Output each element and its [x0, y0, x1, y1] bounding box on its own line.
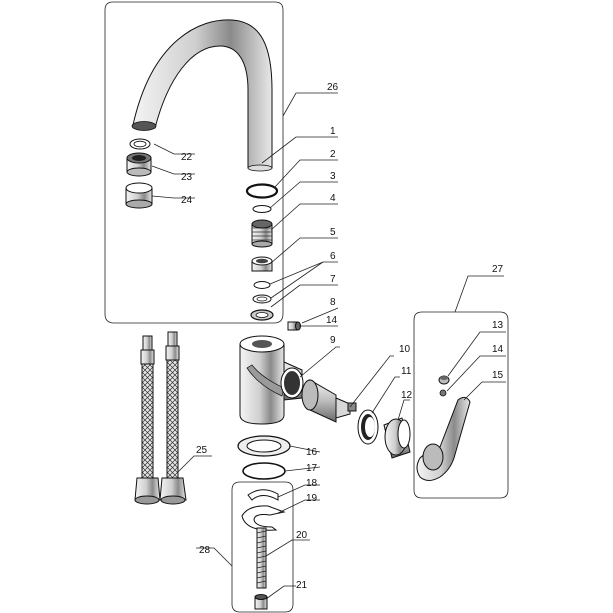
callout-22: 22 — [181, 152, 193, 163]
spout-frame — [104, 1, 284, 324]
o-ring-11-icon — [357, 409, 379, 445]
callout-18: 18 — [306, 478, 318, 489]
handle-frame — [413, 311, 509, 499]
callout-14-handle: 14 — [492, 344, 504, 355]
callout-20: 20 — [296, 530, 308, 541]
callout-26: 26 — [327, 82, 339, 93]
callout-19: 19 — [306, 493, 318, 504]
cap-13-icon — [438, 375, 450, 385]
spout-icon — [131, 19, 273, 172]
cartridge-10-icon — [301, 379, 357, 423]
callout-2: 2 — [330, 149, 336, 160]
threaded-rod-20-icon — [256, 527, 267, 589]
callout-9: 9 — [330, 335, 336, 346]
callout-8: 8 — [330, 297, 336, 308]
callout-15: 15 — [492, 370, 504, 381]
callout-3: 3 — [330, 171, 336, 182]
seal-17-icon — [242, 462, 286, 480]
gasket-16-icon — [237, 435, 291, 457]
callout-21: 21 — [296, 580, 308, 591]
grub-screw-14-icon — [287, 321, 301, 331]
washer-6-icon — [253, 281, 271, 289]
callout-28: 28 — [199, 545, 211, 556]
callout-7: 7 — [330, 274, 336, 285]
aerator-housing-24-icon — [125, 182, 153, 209]
callout-10: 10 — [399, 344, 411, 355]
callout-17: 17 — [306, 463, 318, 474]
callout-4: 4 — [330, 193, 336, 204]
nut-21-icon — [254, 594, 268, 610]
horseshoe-plate-19-icon — [241, 505, 286, 531]
leader-lines — [151, 92, 506, 600]
aerator-insert-23-icon — [126, 152, 152, 177]
callout-27: 27 — [492, 264, 504, 275]
washer-3-icon — [252, 205, 272, 213]
cap-sleeve-12-icon — [383, 417, 411, 459]
callout-24: 24 — [181, 195, 193, 206]
callout-16: 16 — [306, 447, 318, 458]
bushing-4-icon — [251, 219, 273, 248]
nut-5-icon — [251, 256, 273, 272]
screw-14-icon — [439, 389, 447, 397]
callout-5: 5 — [330, 227, 336, 238]
washer-7-icon — [252, 294, 272, 304]
lever-handle-15-icon — [416, 396, 471, 481]
flex-hoses-25-icon — [134, 331, 187, 505]
callout-13: 13 — [492, 320, 504, 331]
mounting-frame — [231, 481, 294, 613]
callout-6: 6 — [330, 251, 336, 262]
ring-8-icon — [250, 309, 274, 321]
callout-11: 11 — [401, 366, 412, 377]
callout-25: 25 — [196, 445, 208, 456]
callout-23: 23 — [181, 172, 193, 183]
washer-18-icon — [247, 489, 279, 501]
mixer-body-9-icon — [239, 335, 304, 425]
o-ring-2-icon — [245, 183, 279, 199]
callout-14-body: 14 — [326, 315, 338, 326]
callout-12: 12 — [401, 390, 413, 401]
washer-22-icon — [129, 138, 151, 150]
callout-1: 1 — [330, 126, 336, 137]
